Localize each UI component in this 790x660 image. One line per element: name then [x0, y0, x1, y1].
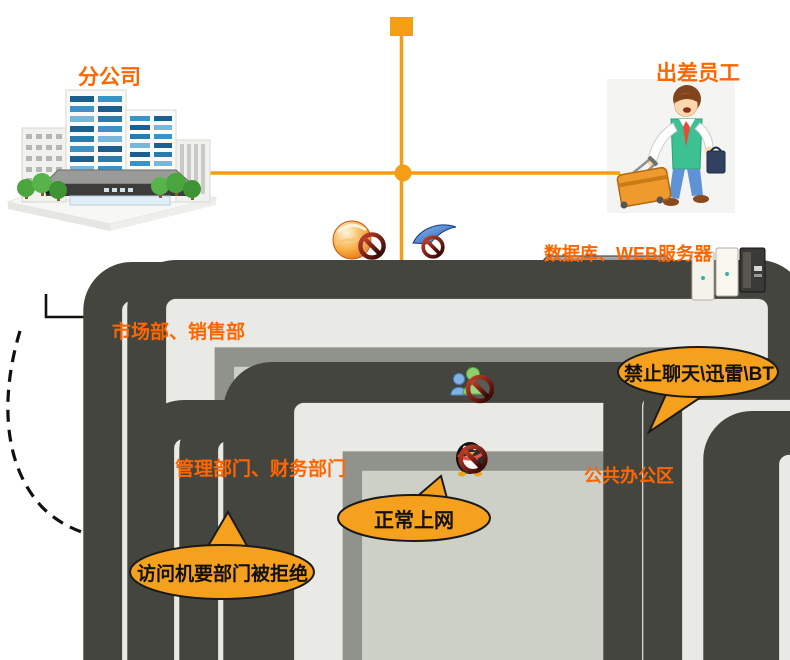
label-marketing-sales: 市场部、销售部 [112, 322, 246, 343]
msn-contacts-ban-icon [450, 367, 492, 401]
briefcase [706, 150, 726, 174]
qq-penguin-ban-icon [456, 442, 485, 477]
branch-office-building [6, 89, 218, 231]
wan-node-square [390, 17, 413, 36]
bubble-ban-apps [617, 346, 779, 398]
callout-bubbles [129, 346, 779, 600]
bubble-access-denied [129, 544, 315, 600]
wan-junction-dot [394, 164, 412, 182]
bubble-text-access-denied: 访问机要部门被拒绝 [136, 563, 308, 585]
wan-trunk-lines [195, 17, 620, 268]
traveling-employee-illustration [616, 85, 726, 209]
bubble-text-normal-internet: 正常上网 [374, 509, 454, 532]
label-public-office: 公共办公区 [584, 466, 674, 486]
label-admin-finance: 管理部门、财务部门 [175, 459, 347, 480]
label-branch-office: 分公司 [78, 66, 141, 89]
label-db-web-server: 数据库、WEB服务器 [544, 244, 712, 264]
label-traveling-staff: 出差员工 [656, 62, 740, 85]
comet-download-ban-icon [332, 220, 384, 259]
thunder-swoosh-ban-icon [412, 224, 457, 259]
monitor [760, 435, 790, 660]
bubble-text-ban-apps: 禁止聊天\迅雷\BT [624, 363, 774, 385]
suitcase [616, 155, 672, 209]
server-towers [691, 247, 766, 301]
denied-path-from-marketing [6, 330, 245, 543]
trees [17, 173, 201, 201]
bubble-normal-internet [337, 494, 491, 542]
